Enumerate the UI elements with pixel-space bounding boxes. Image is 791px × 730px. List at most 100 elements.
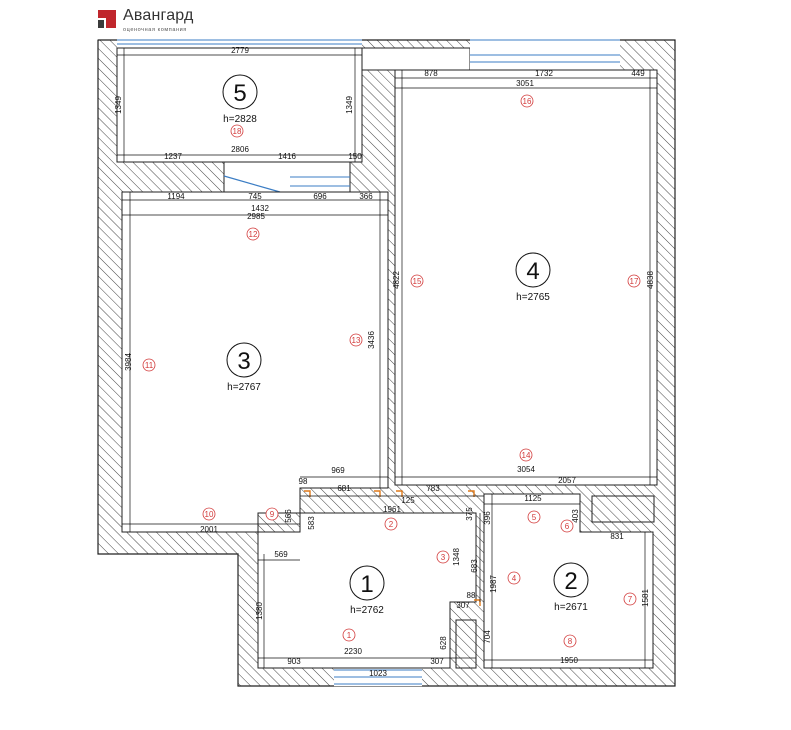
dimension-label: 3054 — [517, 465, 535, 474]
room-number-circle — [515, 252, 551, 288]
door-markers — [304, 490, 481, 606]
dimension-label: 2230 — [344, 647, 362, 656]
wall-callout-number: 14 — [522, 451, 531, 460]
wall-callout-circle — [507, 571, 521, 585]
dimension-label: 569 — [274, 550, 288, 559]
dimension-label: 1237 — [164, 152, 182, 161]
wall-callout-circle — [230, 124, 244, 138]
outline — [97, 39, 676, 687]
dimension-label: 1023 — [369, 669, 387, 678]
dimension-label: 3436 — [367, 331, 376, 349]
wall-callout-circle — [246, 227, 260, 241]
wall-callout-number: 5 — [532, 513, 537, 522]
dimension-label: 1581 — [641, 589, 650, 607]
dimension-label: 4822 — [392, 271, 401, 289]
dimension-lines — [117, 48, 657, 668]
dimension-label: 307 — [456, 601, 470, 610]
wall-callout-circle — [563, 634, 577, 648]
dimension-label: 1194 — [167, 192, 185, 201]
wall-callout-circle — [265, 507, 279, 521]
room-number: 2 — [564, 568, 577, 595]
wall-callout-number: 13 — [352, 336, 361, 345]
dimension-label: 745 — [248, 192, 262, 201]
dimension-label: 2806 — [231, 145, 249, 154]
room-height: h=2765 — [516, 292, 550, 303]
room-number-circle — [349, 565, 385, 601]
dimension-label: 2985 — [247, 212, 265, 221]
wall-callout-circle — [202, 507, 216, 521]
wall-callout-number: 9 — [270, 510, 275, 519]
room-height: h=2762 — [350, 605, 384, 616]
dimension-label: 783 — [426, 484, 440, 493]
dimension-label: 366 — [359, 192, 373, 201]
room-number: 3 — [237, 348, 250, 375]
wall-callout-number: 1 — [347, 631, 352, 640]
dimension-label: 2057 — [558, 476, 576, 485]
room-number: 4 — [526, 258, 539, 285]
wall-callout-number: 2 — [389, 520, 394, 529]
dimension-label: 696 — [313, 192, 327, 201]
dimension-label: 1432 — [251, 204, 269, 213]
dimension-label: 2779 — [231, 46, 249, 55]
dimension-label: 1732 — [535, 69, 553, 78]
wall-callout-number: 17 — [630, 277, 639, 286]
dimension-label: 681 — [337, 484, 351, 493]
brand-name: Авангард — [123, 7, 194, 24]
wall-callout-number: 16 — [523, 97, 532, 106]
wall-callout-number: 8 — [568, 637, 573, 646]
room-height: h=2828 — [223, 114, 257, 125]
wall-callout-circle — [342, 628, 356, 642]
wall-callout-number: 4 — [512, 574, 517, 583]
dimension-label: 903 — [287, 657, 301, 666]
wall-callout-circle — [627, 274, 641, 288]
dimension-label: 1380 — [255, 602, 264, 620]
dimension-label: 98 — [299, 477, 308, 486]
dimension-label: 1349 — [345, 96, 354, 114]
wall-callout-number: 15 — [413, 277, 422, 286]
room-outlines — [116, 47, 658, 669]
wall-callout-circle — [560, 519, 574, 533]
dimension-label: 1125 — [524, 494, 542, 503]
dimension-label: 1348 — [452, 548, 461, 566]
dimension-label: 3984 — [124, 353, 133, 371]
wall-callout-number: 10 — [205, 510, 214, 519]
dimension-label: 566 — [284, 509, 293, 523]
dimension-label: 88 — [467, 591, 476, 600]
brand-tagline: оценочная компания — [123, 27, 187, 33]
dimension-label: 628 — [439, 636, 448, 650]
dimension-label: 307 — [430, 657, 444, 666]
room-height: h=2767 — [227, 382, 261, 393]
room-number-circle — [222, 74, 258, 110]
dimension-label: 831 — [610, 532, 624, 541]
room-number-circle — [553, 562, 589, 598]
wall-callout-circle — [410, 274, 424, 288]
dimension-label: 396 — [483, 511, 492, 525]
dimension-label: 125 — [401, 496, 415, 505]
room-number: 5 — [233, 80, 246, 107]
dimension-label: 375 — [465, 507, 474, 521]
wall-callout-circle — [527, 510, 541, 524]
dimension-label: 4838 — [646, 271, 655, 289]
brand-mark-icon — [98, 10, 116, 28]
dimension-label: 583 — [307, 516, 316, 530]
dimension-label: 683 — [470, 559, 479, 573]
wall-callout-circle — [623, 592, 637, 606]
wall-callout-number: 11 — [145, 361, 154, 370]
wall-callout-number: 6 — [565, 522, 570, 531]
wall-callout-circle — [384, 517, 398, 531]
wall-callout-number: 12 — [249, 230, 258, 239]
wall-callout-number: 18 — [233, 127, 242, 136]
dimension-label: 1416 — [278, 152, 296, 161]
wall-callout-circle — [436, 550, 450, 564]
dimension-label: 1987 — [489, 575, 498, 593]
wall-callout-number: 3 — [441, 553, 446, 562]
brand-logo: Авангард оценочная компания — [96, 6, 236, 36]
dimension-label: 1349 — [114, 96, 123, 114]
dimension-label: 449 — [631, 69, 645, 78]
wall-callout-circle — [519, 448, 533, 462]
wall-callout-circle — [520, 94, 534, 108]
wall-callout-circle — [142, 358, 156, 372]
dimension-label: 403 — [571, 509, 580, 523]
room-number-circle — [226, 342, 262, 378]
